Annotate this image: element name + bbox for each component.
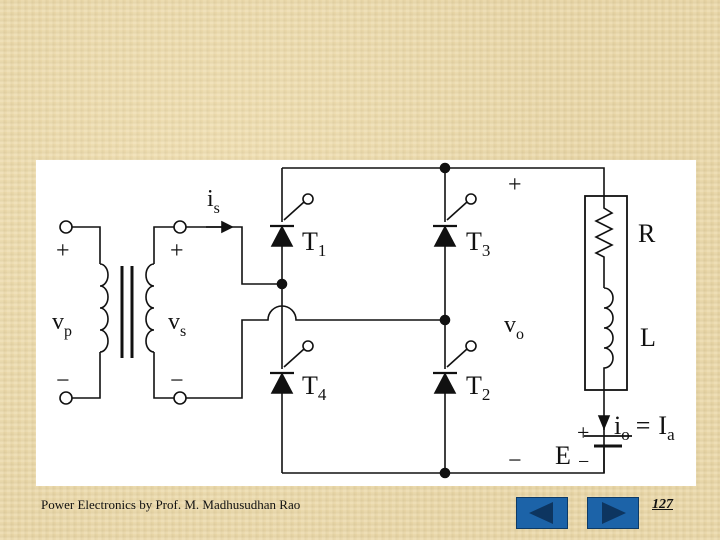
t3-gate-terminal <box>465 193 477 205</box>
t3-thyristor <box>433 225 457 247</box>
inductor-symbol <box>603 287 614 388</box>
primary-wires <box>66 226 101 399</box>
io-arrowhead <box>597 415 611 431</box>
io-equals-ia-label: io=Ia <box>614 411 675 444</box>
primary-terminal <box>59 391 73 405</box>
t4-thyristor <box>270 372 294 394</box>
t1-gate-terminal <box>302 193 314 205</box>
t2-thyristor <box>433 372 457 394</box>
secondary-coil <box>145 263 155 353</box>
secondary-terminal <box>173 220 187 234</box>
junction-dot <box>439 314 451 326</box>
circuit-svg: is + vp − + vs − T1 T3 T4 T2 + vo − R L … <box>52 162 675 479</box>
vp-plus: + <box>56 238 70 264</box>
is-label: is <box>207 186 220 217</box>
e-label: E <box>555 441 571 470</box>
circuit-diagram: is + vp − + vs − T1 T3 T4 T2 + vo − R L … <box>36 160 696 486</box>
junction-dot <box>439 467 451 479</box>
left-arrow-icon <box>529 502 553 524</box>
previous-slide-button[interactable] <box>516 497 568 529</box>
secondary-bottom-wire <box>180 305 445 399</box>
vs-label: vs <box>168 309 186 340</box>
secondary-terminal <box>173 391 187 405</box>
junction-dot <box>276 278 288 290</box>
slide-number: 127 <box>652 497 673 512</box>
load-box <box>584 195 628 391</box>
t1-gate-lead <box>283 201 305 221</box>
vo-label: vo <box>504 312 524 343</box>
vs-plus: + <box>170 238 184 264</box>
transformer-core <box>120 266 134 358</box>
t3-label: T3 <box>466 227 490 260</box>
primary-terminal <box>59 220 73 234</box>
t2-label: T2 <box>466 371 490 404</box>
right-arrow-icon <box>602 502 626 524</box>
t1-label: T1 <box>302 227 326 260</box>
battery-minus: − <box>578 451 589 473</box>
r-label: R <box>638 219 656 248</box>
resistor-symbol <box>594 198 614 288</box>
primary-coil <box>99 263 109 353</box>
t2-gate-terminal <box>465 340 477 352</box>
l-label: L <box>640 323 656 352</box>
secondary-top-wire <box>180 226 282 285</box>
vs-minus: − <box>170 368 184 394</box>
footer-credit: Power Electronics by Prof. M. Madhusudha… <box>41 497 301 512</box>
battery-plus: + <box>577 420 589 445</box>
vp-label: vp <box>52 309 72 340</box>
vp-minus: − <box>56 368 70 394</box>
next-slide-button[interactable] <box>587 497 639 529</box>
t4-gate-lead <box>283 348 305 368</box>
t1-thyristor <box>270 225 294 247</box>
t4-gate-terminal <box>302 340 314 352</box>
top-rail-wire <box>282 167 605 198</box>
t4-label: T4 <box>302 371 327 404</box>
vo-minus: − <box>508 448 522 474</box>
t2-gate-lead <box>446 348 468 368</box>
is-arrowhead <box>221 220 234 234</box>
t3-gate-lead <box>446 201 468 221</box>
vo-plus: + <box>508 172 522 198</box>
junction-dot <box>439 162 451 174</box>
secondary-wires <box>153 226 180 399</box>
